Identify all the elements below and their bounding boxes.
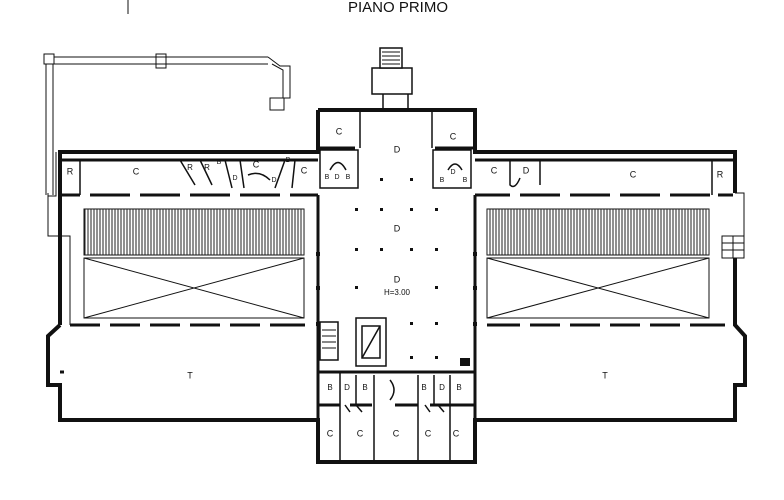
stair-steps bbox=[322, 329, 336, 349]
room-label-d-center-r: D bbox=[450, 169, 455, 176]
room-label-d-center-l: D bbox=[334, 174, 339, 181]
room-label-b-center-l1: B bbox=[325, 174, 330, 181]
lower-partitions bbox=[339, 372, 451, 462]
room-label-b-bot-1: B bbox=[327, 383, 332, 392]
right-void bbox=[486, 257, 710, 319]
drawing-title: PIANO PRIMO bbox=[348, 0, 448, 16]
room-label-d-left-2: D bbox=[271, 177, 276, 184]
room-label-d-hall-low: D bbox=[394, 274, 401, 284]
left-void bbox=[83, 257, 305, 319]
external-duct bbox=[43, 53, 291, 195]
right-stair-block bbox=[721, 235, 745, 259]
room-label-b-center-l2: B bbox=[346, 174, 351, 181]
room-label-c-bot-1: C bbox=[327, 428, 334, 438]
room-label-r-left-end: R bbox=[67, 166, 74, 176]
room-label-t-left: T bbox=[187, 370, 193, 380]
outer-contour bbox=[47, 152, 745, 325]
room-label-c-left-wing: C bbox=[133, 166, 140, 176]
corridor-walls-right bbox=[475, 158, 733, 197]
corridor-walls-left bbox=[62, 158, 318, 197]
room-label-d-bot-1: D bbox=[344, 383, 350, 392]
room-label-c-bot-3: C bbox=[393, 428, 400, 438]
room-label-b-bot-3: B bbox=[421, 383, 426, 392]
left-seating-block bbox=[83, 208, 305, 256]
stair-lift bbox=[319, 317, 387, 367]
room-label-r-left-a: R bbox=[187, 163, 193, 172]
outer-walls bbox=[46, 108, 747, 464]
room-label-b-left-1: B bbox=[217, 159, 222, 166]
room-label-b-bot-2: B bbox=[362, 383, 367, 392]
hall-equipment-block bbox=[460, 358, 470, 366]
room-label-r-right-end: R bbox=[717, 169, 724, 179]
room-label-c-top-left: C bbox=[336, 126, 343, 136]
room-label-c-bot-5: C bbox=[453, 428, 460, 438]
room-label-b-center-r1: B bbox=[440, 177, 445, 184]
room-label-c-right-1: C bbox=[491, 165, 498, 175]
left-service-partitions bbox=[79, 159, 296, 195]
right-service-partitions bbox=[509, 160, 713, 195]
room-label-c-left-near: C bbox=[301, 165, 308, 175]
room-label-t-right: T bbox=[602, 370, 608, 380]
room-label-c-left-mid: C bbox=[253, 159, 260, 169]
room-label-d-left-1: D bbox=[232, 175, 237, 182]
room-label-c-right-wing: C bbox=[630, 169, 637, 179]
central-top-partitions bbox=[319, 112, 472, 189]
room-label-b-bot-4: B bbox=[456, 383, 461, 392]
room-label-r-left-b: R bbox=[204, 163, 210, 172]
room-label-c-bot-2: C bbox=[357, 428, 364, 438]
room-label-d-hall-mid: D bbox=[394, 223, 401, 233]
hall-columns bbox=[316, 178, 477, 359]
central-hall-walls bbox=[316, 108, 477, 420]
top-tower bbox=[371, 47, 413, 110]
tower-steps bbox=[382, 51, 400, 65]
room-label-c-top-right: C bbox=[450, 131, 457, 141]
hall-height-note: H=3.00 bbox=[384, 288, 411, 297]
room-label-b-left-2: B bbox=[286, 157, 291, 164]
lower-walls bbox=[60, 370, 475, 407]
right-seating-block bbox=[486, 208, 710, 256]
room-label-d-right-1: D bbox=[523, 165, 530, 175]
room-label-d-bot-2: D bbox=[439, 383, 445, 392]
room-label-c-bot-4: C bbox=[425, 428, 432, 438]
room-label-b-center-r2: B bbox=[463, 177, 468, 184]
room-label-d-top-center: D bbox=[394, 144, 401, 154]
